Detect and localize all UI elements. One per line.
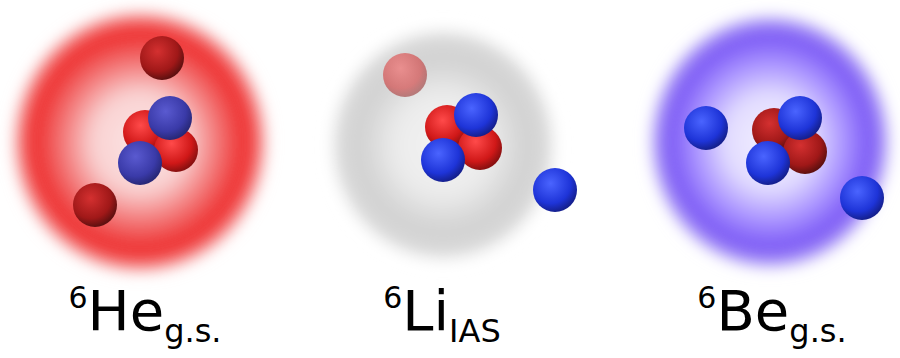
mass-number: 6 [697, 280, 716, 315]
halo-proton [684, 106, 728, 150]
proton-halo [645, 10, 895, 274]
halo-neutron [140, 36, 184, 80]
halo-proton [840, 176, 884, 220]
state-label: g.s. [164, 312, 221, 350]
element-symbol: He [88, 278, 165, 343]
core-proton [746, 141, 790, 185]
state-label: IAS [449, 312, 501, 350]
mass-number: 6 [69, 280, 88, 315]
core-proton [454, 93, 498, 137]
core-proton [421, 138, 465, 182]
neutron-halo [8, 6, 272, 278]
nucleus-label: 6Heg.s. [69, 283, 222, 347]
mass-number: 6 [383, 280, 402, 315]
element-symbol: Be [716, 278, 789, 343]
core-proton [148, 96, 192, 140]
state-label: g.s. [789, 312, 846, 350]
nucleon-halo [325, 23, 561, 267]
halo-neutron [73, 183, 117, 227]
core-proton [118, 141, 162, 185]
element-symbol: Li [402, 278, 449, 343]
halo-neutron [383, 53, 427, 97]
nucleus-label: 6LiIAS [383, 283, 501, 347]
core-proton [778, 96, 822, 140]
nucleus-label: 6Beg.s. [697, 283, 846, 347]
halo-proton [533, 168, 577, 212]
